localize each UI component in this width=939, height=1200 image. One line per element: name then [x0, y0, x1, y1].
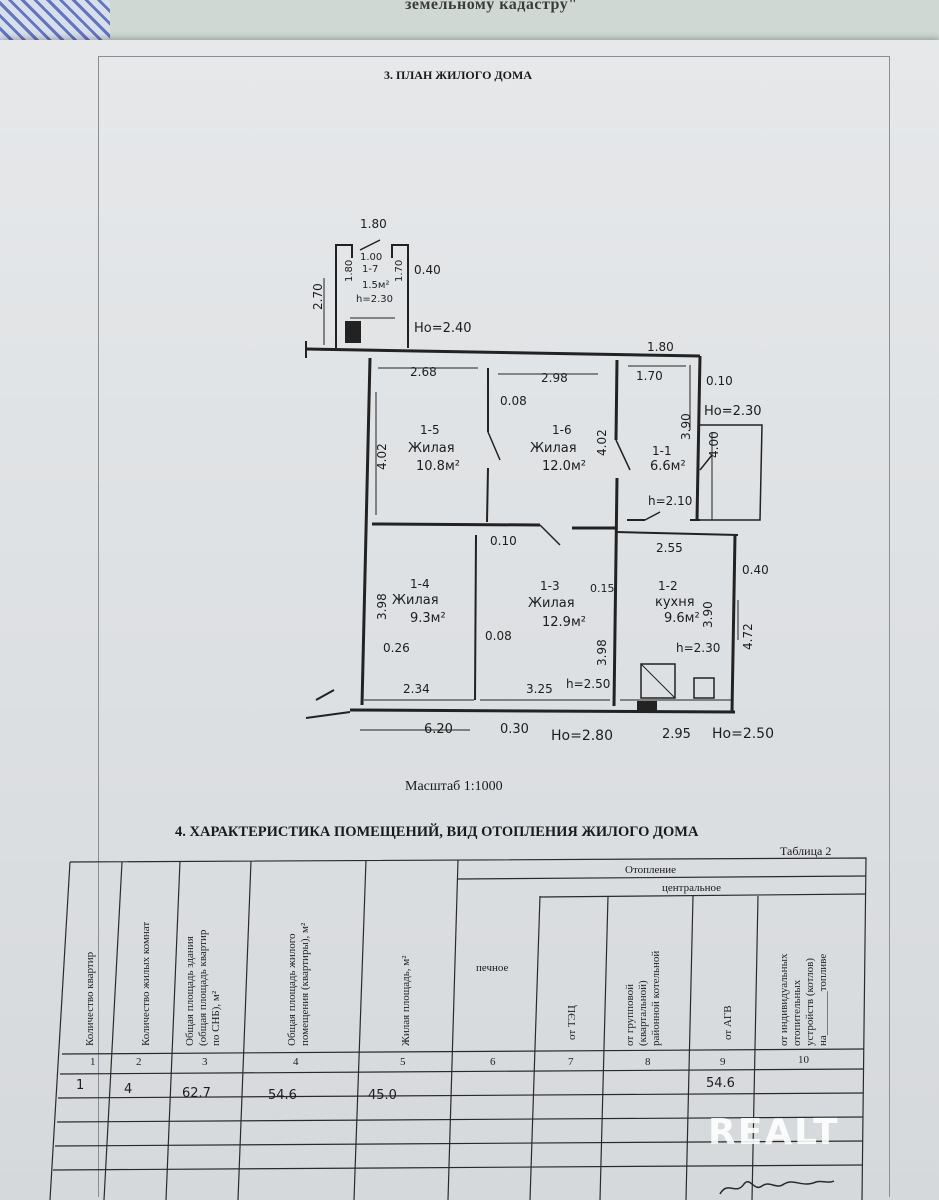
column-number: 3 — [202, 1056, 208, 1068]
dim-label: 1.80 — [344, 260, 355, 282]
ceiling-height-label: Hо=2.80 — [551, 728, 613, 744]
column-number: 1 — [90, 1056, 96, 1068]
dim-label: 1.70 — [636, 369, 663, 383]
header-living-area: Жилая площадь, м² — [400, 955, 412, 1046]
room-area-1-4: 9.3м² — [410, 611, 446, 626]
dim-label: 0.30 — [500, 722, 529, 737]
dim-label: 2.68 — [410, 365, 437, 379]
cell-rooms-count: 4 — [124, 1082, 133, 1097]
dim-label: 0.26 — [383, 641, 410, 655]
section-title: 4. ХАРАКТЕРИСТИКА ПОМЕЩЕНИЙ, ВИД ОТОПЛЕН… — [175, 824, 699, 840]
dim-label: 1.70 — [394, 260, 405, 282]
central-heating-header: центральное — [662, 882, 721, 894]
dim-label: 1.00 — [360, 252, 382, 263]
dim-label: 2.95 — [662, 727, 691, 742]
room-type-1-3: Жилая — [528, 596, 575, 611]
dim-label: 4.72 — [741, 623, 755, 650]
dim-label: 0.15 — [590, 582, 615, 595]
underlying-page-title: земельному кадастру" — [405, 0, 578, 13]
header-individual-devices: от индивидуальных отопительных устройств… — [778, 953, 829, 1046]
dim-label: 3.98 — [595, 639, 609, 666]
dim-label: 4.00 — [707, 431, 721, 458]
header-tec: от ТЭЦ — [566, 1005, 578, 1040]
room-id-1-3: 1-3 — [540, 579, 560, 593]
header-stove: печное — [476, 962, 509, 974]
heating-header: Отопление — [625, 864, 677, 876]
cell-total-building-area: 62.7 — [182, 1086, 211, 1101]
column-number: 5 — [400, 1056, 406, 1068]
dim-label: h=2.10 — [648, 494, 692, 508]
column-number: 10 — [798, 1054, 809, 1066]
room-area-1-2: 9.6м² — [664, 611, 700, 626]
dim-label: 0.10 — [490, 534, 517, 548]
dim-label: h=2.30 — [676, 641, 720, 655]
dim-label: 3.90 — [701, 601, 715, 628]
vestibule-wall-left — [335, 244, 353, 348]
room-type-1-4: Жилая — [392, 593, 439, 608]
header-rooms-count: Количество жилых комнат — [140, 921, 152, 1046]
dim-label: 1.80 — [647, 340, 674, 354]
dim-label: 2.34 — [403, 682, 430, 696]
room-id-1-7: 1-7 — [362, 264, 378, 275]
column-number: 4 — [293, 1056, 299, 1068]
dim-label: 2.70 — [311, 283, 325, 310]
room-area-1-7: 1.5м² — [362, 280, 389, 291]
ceiling-height-label: Hо=2.50 — [712, 726, 774, 742]
dim-label: 3.98 — [375, 593, 389, 620]
dim-label: 0.40 — [414, 263, 441, 277]
dim-label: 0.08 — [500, 394, 527, 408]
document-page — [0, 40, 939, 1200]
ceiling-height-label: Hо=2.30 — [704, 404, 762, 419]
room-type-1-5: Жилая — [408, 441, 455, 456]
cell-living-area: 45.0 — [368, 1088, 397, 1103]
dim-label: 0.08 — [485, 629, 512, 643]
dim-label: 6.20 — [424, 722, 453, 737]
column-number: 7 — [568, 1056, 574, 1068]
cell-total-apartment-area: 54.6 — [268, 1088, 297, 1103]
room-area-1-3: 12.9м² — [542, 615, 586, 630]
dim-label: h=2.50 — [566, 677, 610, 691]
dim-label: 2.98 — [541, 371, 568, 385]
dim-label: 1.80 — [360, 217, 387, 231]
dim-label: 4.02 — [595, 429, 609, 456]
room-area-1-5: 10.8м² — [416, 459, 460, 474]
room-id-1-6: 1-6 — [552, 423, 572, 437]
plan-scale: Масштаб 1:1000 — [405, 779, 503, 794]
dim-label: 0.40 — [742, 563, 769, 577]
room-area-1-1: 6.6м² — [650, 459, 686, 474]
room-id-1-2: 1-2 — [658, 579, 678, 593]
room-area-1-6: 12.0м² — [542, 459, 586, 474]
room-id-1-1: 1-1 — [652, 444, 672, 458]
header-apartments-count: Количество квартир — [84, 951, 96, 1046]
ceiling-height-label: Hо=2.40 — [414, 321, 472, 336]
dim-label: 3.90 — [679, 413, 693, 440]
column-number: 2 — [136, 1056, 142, 1068]
column-number: 8 — [645, 1056, 651, 1068]
room-id-1-4: 1-4 — [410, 577, 430, 591]
dim-label: 0.10 — [706, 374, 733, 388]
room-type-1-2: кухня — [655, 595, 695, 610]
column-number: 6 — [490, 1056, 496, 1068]
plan-title: 3. ПЛАН ЖИЛОГО ДОМА — [384, 68, 533, 82]
dim-label: 2.55 — [656, 541, 683, 555]
vestibule-wall-right — [391, 244, 409, 348]
header-total-building-area: Общая площадь здания (общая площадь квар… — [184, 929, 222, 1046]
watermark-logo: REALT — [708, 1112, 840, 1153]
dim-label: h=2.30 — [356, 294, 393, 305]
table-label: Таблица 2 — [780, 844, 832, 858]
room-id-1-5: 1-5 — [420, 423, 440, 437]
header-group-boiler: от групповой (квартальной) районной коте… — [624, 950, 662, 1046]
dim-label: 3.25 — [526, 682, 553, 696]
page-frame — [98, 56, 890, 1197]
room-type-1-6: Жилая — [530, 441, 577, 456]
dim-label: 4.02 — [375, 443, 389, 470]
header-total-apartment-area: Общая площадь жилого помещения (квартиры… — [286, 922, 311, 1046]
cell-agv-area: 54.6 — [706, 1076, 735, 1091]
header-agv: от АГВ — [722, 1005, 734, 1040]
column-number: 9 — [720, 1056, 726, 1068]
signature — [719, 1180, 835, 1195]
cell-apartments-count: 1 — [76, 1078, 85, 1093]
